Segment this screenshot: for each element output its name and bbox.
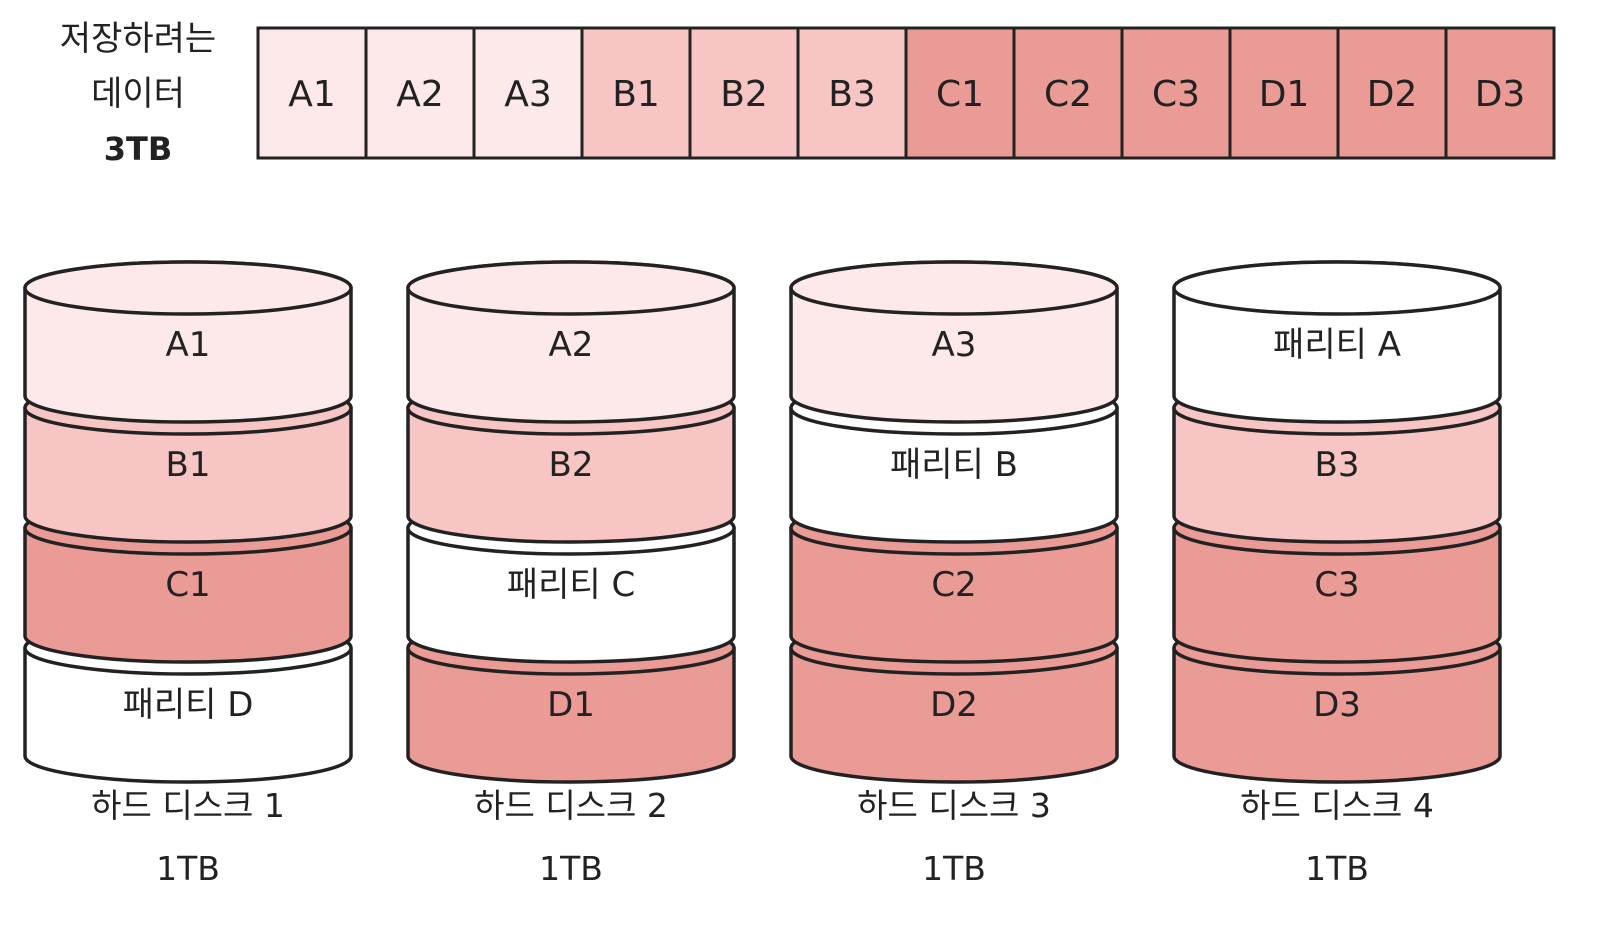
hard-disk: D1 패리티 C B2 A2 하드 디스크 2 1TB [406, 260, 736, 888]
source-label-line2: 데이터 [91, 74, 185, 114]
data-block-label: B1 [612, 74, 660, 115]
platter-label: B3 [1315, 445, 1360, 485]
platter-top [406, 260, 736, 316]
hard-disk: D2 C2 패리티 B A3 하드 디스크 3 1TB [789, 260, 1119, 888]
disk-name: 하드 디스크 1 [91, 786, 285, 825]
data-block-label: D1 [1259, 74, 1310, 115]
platter-label: 패리티 B [890, 445, 1018, 485]
data-block-label: C2 [1044, 74, 1092, 115]
data-block [1012, 26, 1124, 160]
disk-capacity: 1TB [539, 849, 603, 888]
platter-label: A1 [166, 325, 211, 365]
platter-label: A2 [549, 325, 594, 365]
platter-label: 패리티 D [123, 685, 254, 725]
platter-label: B1 [166, 445, 211, 485]
data-block-label: D3 [1475, 74, 1526, 115]
hard-disk: 패리티 D C1 B1 A1 하드 디스크 1 1TB [23, 260, 353, 888]
data-block [796, 26, 908, 160]
data-block [1444, 26, 1556, 160]
data-block-label: D2 [1367, 74, 1418, 115]
source-data-label: 저장하려는 데이터 3TB [60, 19, 216, 168]
data-block [688, 26, 800, 160]
hard-disk: D3 C3 B3 패리티 A 하드 디스크 4 1TB [1172, 260, 1502, 888]
data-block [904, 26, 1016, 160]
disk-array: 패리티 D C1 B1 A1 하드 디스크 1 1TB D1 패리티 C B2 A2 하드 디스크 … [23, 260, 1502, 888]
platter-label: D1 [547, 685, 595, 725]
data-block-label: A2 [396, 74, 444, 115]
data-block-label: B2 [720, 74, 768, 115]
data-block-label: B3 [828, 74, 876, 115]
platter-label: B2 [549, 445, 594, 485]
disk-capacity: 1TB [922, 849, 986, 888]
data-block [472, 26, 584, 160]
data-block-strip: A1 A2 A3 B1 B2 B3 C1 C2 C3 D1 D2 D3 [256, 26, 1556, 160]
data-block-label: C3 [1152, 74, 1200, 115]
disk-name: 하드 디스크 3 [857, 786, 1051, 825]
disk-platter: A1 [23, 260, 353, 424]
data-block-label: A1 [288, 74, 336, 115]
data-block [364, 26, 476, 160]
disk-capacity: 1TB [156, 849, 220, 888]
data-block [256, 26, 368, 160]
platter-top [23, 260, 353, 316]
disk-capacity: 1TB [1305, 849, 1369, 888]
platter-label: D3 [1313, 685, 1361, 725]
platter-label: C3 [1314, 565, 1359, 605]
disk-name: 하드 디스크 4 [1240, 786, 1434, 825]
platter-label: 패리티 A [1273, 325, 1401, 365]
disk-name: 하드 디스크 2 [474, 786, 668, 825]
data-block [1228, 26, 1340, 160]
platter-label: 패리티 C [507, 565, 635, 605]
disk-platter: 패리티 A [1172, 260, 1502, 424]
data-block-label: A3 [504, 74, 552, 115]
platter-label: C2 [931, 565, 976, 605]
source-label-line1: 저장하려는 [60, 19, 216, 59]
platter-label: C1 [165, 565, 210, 605]
disk-platter: A2 [406, 260, 736, 424]
platter-top [1172, 260, 1502, 316]
platter-label: D2 [930, 685, 978, 725]
data-block [1120, 26, 1232, 160]
source-label-size: 3TB [104, 130, 172, 168]
platter-label: A3 [932, 325, 977, 365]
disk-platter: A3 [789, 260, 1119, 424]
platter-top [789, 260, 1119, 316]
data-block-label: C1 [936, 74, 984, 115]
